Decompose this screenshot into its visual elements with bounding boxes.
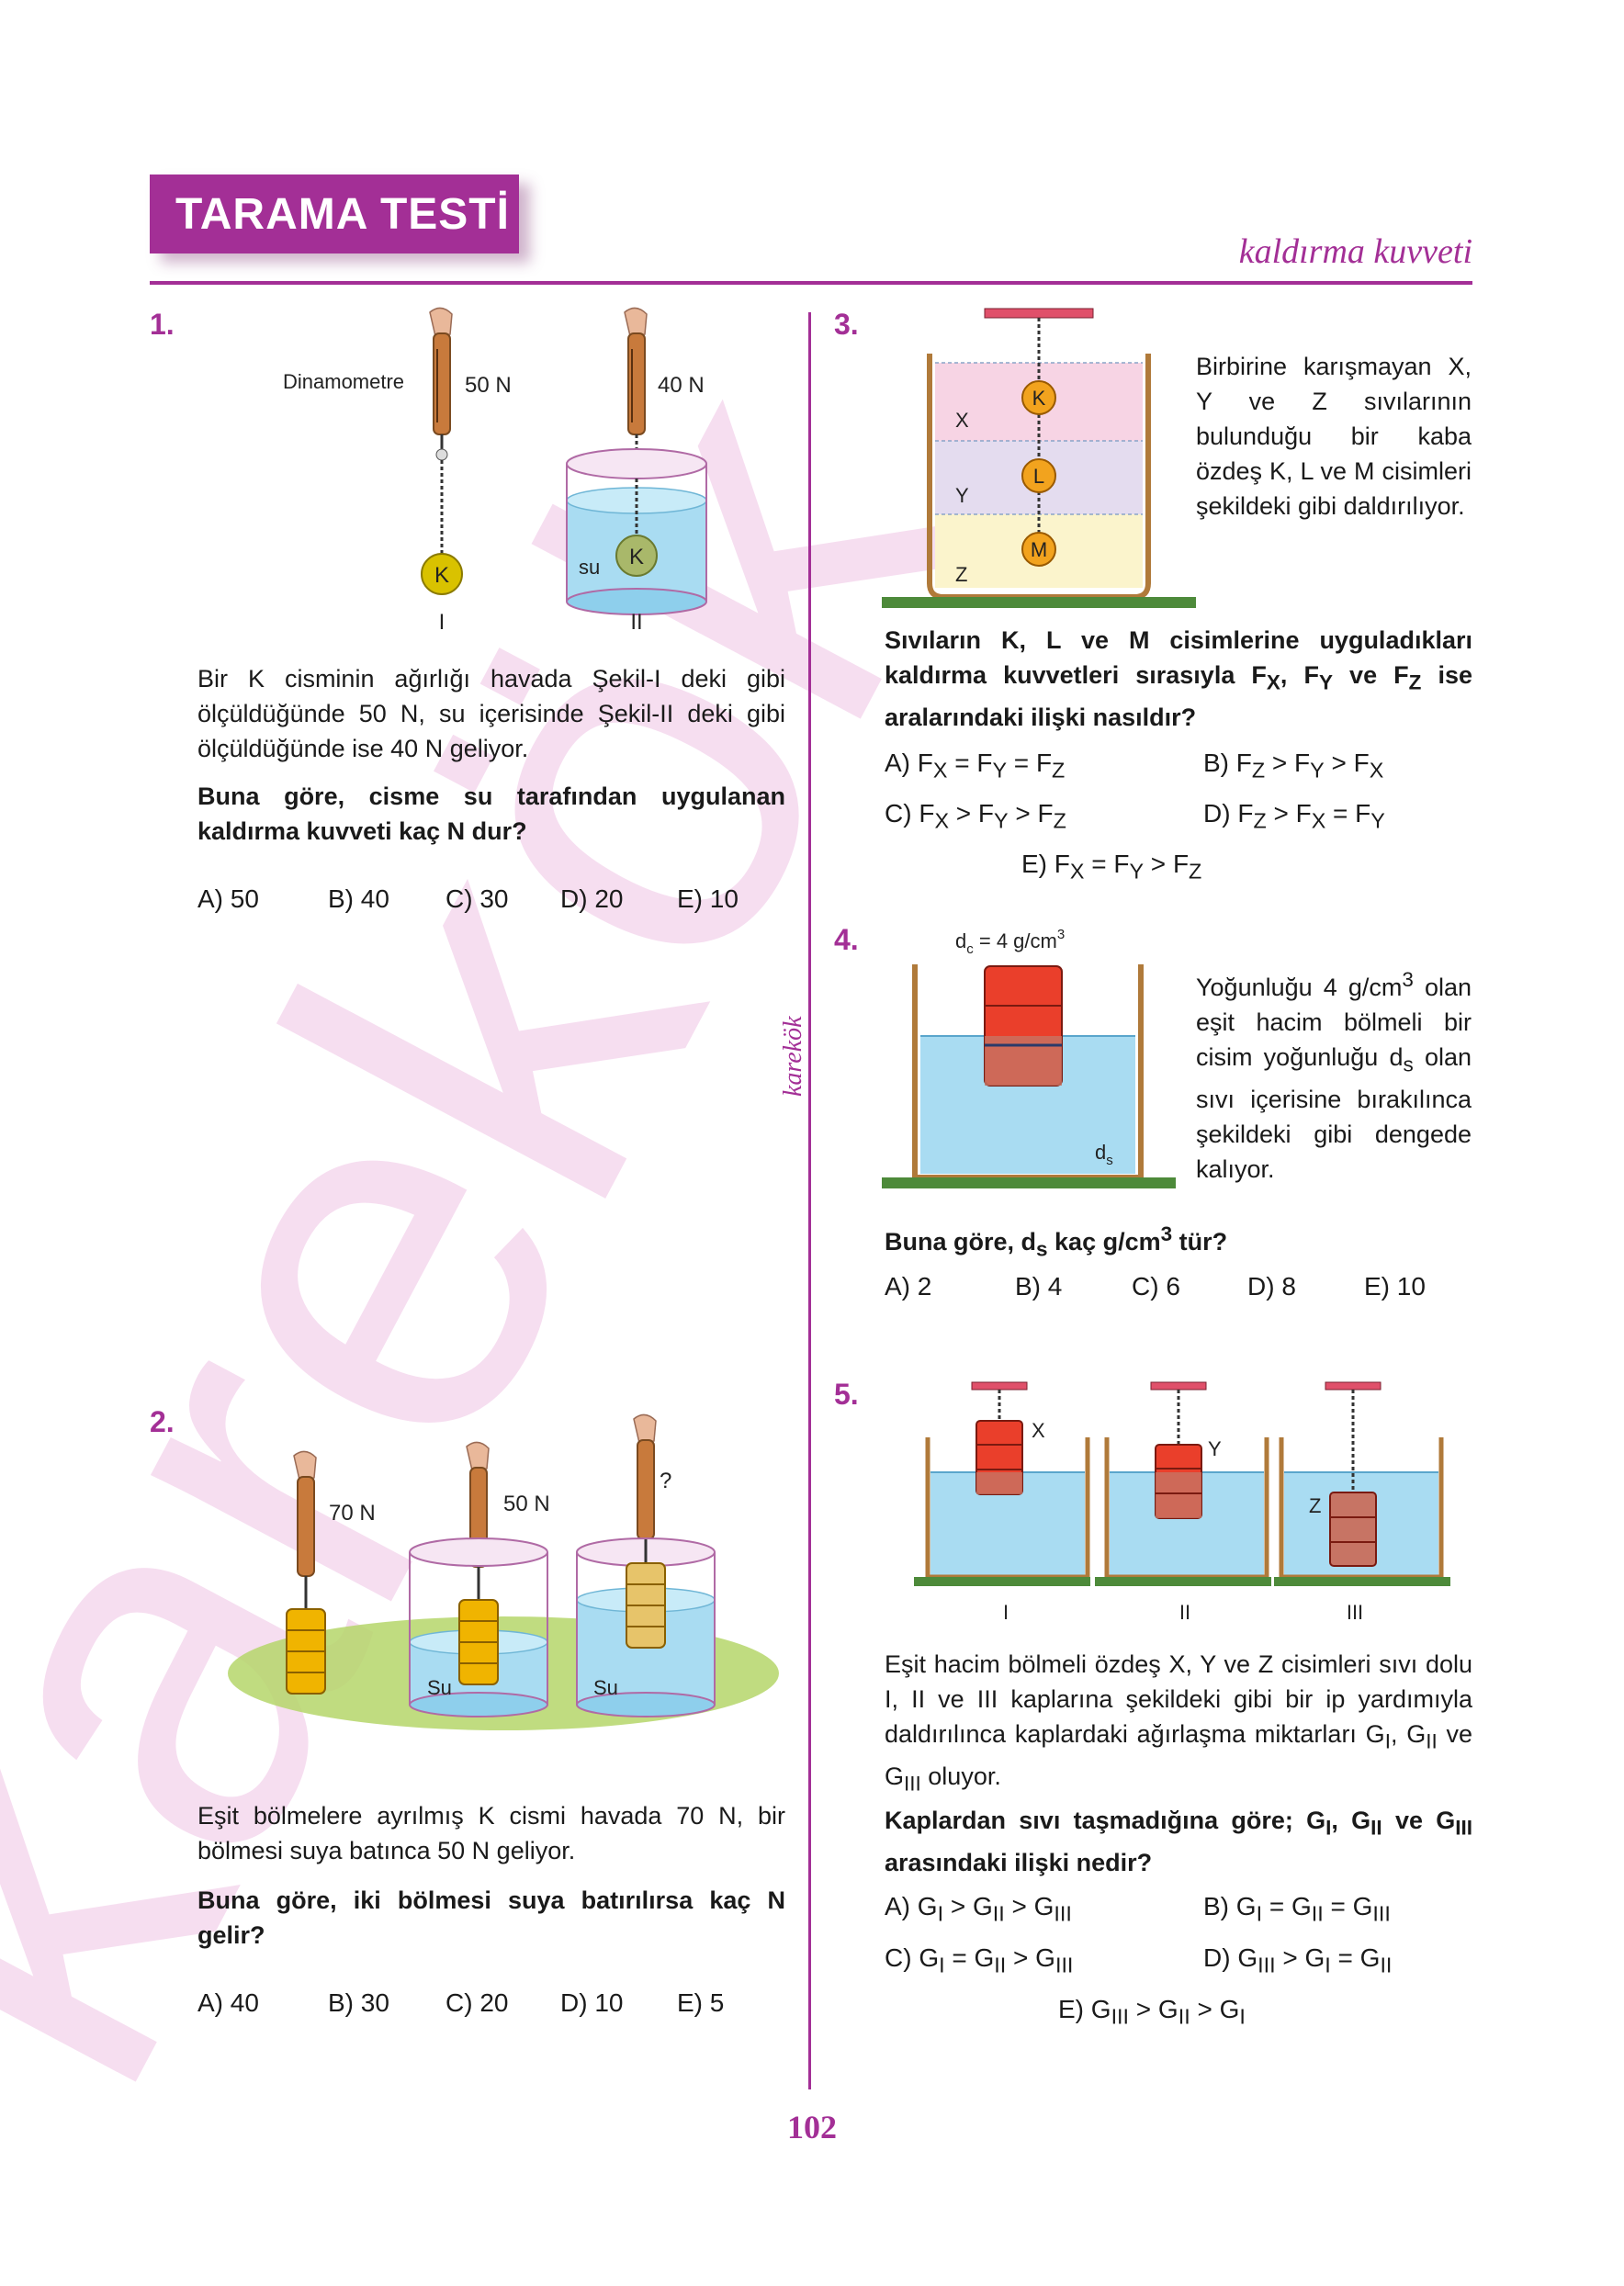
q4-question: Buna göre, ds kaç g/cm3 tür? — [885, 1222, 1228, 1261]
q3-question: Sıvıların K, L ve M cisimlerine uyguladı… — [885, 626, 1472, 732]
object-x-label: X — [1032, 1419, 1045, 1442]
object-z — [1329, 1492, 1377, 1567]
q2-water-label-2: Su — [593, 1676, 618, 1699]
object-y-label: Y — [1208, 1437, 1222, 1460]
dynamometer-label: Dinamometre — [283, 370, 404, 393]
ds-label: ds — [1095, 1141, 1113, 1168]
hand-icon — [466, 1441, 490, 1471]
q1-figure: K Dinamometre 50 N I 40 N K su II — [283, 307, 707, 635]
q3-number: 3. — [834, 308, 859, 341]
subject-title: kaldırma kuvveti — [1238, 232, 1472, 271]
q1-text: Bir K cisminin ağırlığı havada Şekil-I d… — [197, 665, 785, 762]
q1-option-c[interactable]: C) 30 — [445, 884, 509, 913]
q3-figure: K L M X Y Z — [882, 308, 1196, 608]
q5-number: 5. — [834, 1378, 859, 1411]
container-3-label: III — [1347, 1601, 1363, 1624]
q4-option-e[interactable]: E) 10 — [1364, 1272, 1426, 1301]
q1-option-d[interactable]: D) 20 — [560, 884, 624, 913]
support-bar — [984, 308, 1094, 319]
object-k-air — [421, 553, 463, 595]
q4-number: 4. — [834, 923, 859, 956]
q2-figure: 70 N 50 N Su ? Su — [228, 1413, 779, 1730]
q4-option-d[interactable]: D) 8 — [1247, 1272, 1296, 1301]
q5-option-c[interactable]: C) GI = GII > GIII — [885, 1943, 1074, 1977]
beaker-bottom — [566, 588, 707, 615]
q5-question: Kaplardan sıvı taşmadığına göre; GI, GII… — [885, 1807, 1472, 1877]
q4-option-a[interactable]: A) 2 — [885, 1272, 932, 1301]
q2-water-label-1: Su — [427, 1676, 452, 1699]
object-k-label-1: K — [434, 563, 449, 588]
container-2-label: II — [1179, 1601, 1190, 1624]
object-k: K — [1032, 387, 1046, 410]
q5-option-b[interactable]: B) GI = GII = GIII — [1203, 1892, 1391, 1926]
liquid-z: Z — [955, 563, 967, 586]
q3-option-e[interactable]: E) FX = FY > FZ — [1021, 850, 1202, 884]
hand-icon — [429, 307, 453, 337]
q3-option-a[interactable]: A) FX = FY = FZ — [885, 749, 1066, 783]
fig-2-label: II — [630, 610, 642, 635]
q2-reading-2: 50 N — [503, 1492, 550, 1516]
water-label: su — [579, 556, 600, 579]
q2-option-a[interactable]: A) 40 — [197, 1988, 259, 2017]
liquid-x: X — [955, 409, 969, 432]
q4-text: Yoğunluğu 4 g/cm3 olan eşit hacim bölmel… — [1196, 968, 1472, 1184]
liquid-y: Y — [955, 484, 969, 507]
q1-option-e[interactable]: E) 10 — [677, 884, 739, 913]
test-title: TARAMA TESTİ — [175, 190, 510, 239]
q1-option-a[interactable]: A) 50 — [197, 884, 259, 913]
column-divider — [808, 312, 811, 2089]
q3-text: Birbirine karışmayan X, Y ve Z sıvıların… — [1196, 353, 1472, 520]
q5-figure: X I Y II Z III — [914, 1381, 1450, 1624]
q2-reading-3: ? — [660, 1469, 671, 1493]
q3-option-d[interactable]: D) FZ > FX = FY — [1203, 799, 1385, 833]
q1-question: Buna göre, cisme su tarafından uygulanan… — [197, 783, 785, 845]
q5-text: Eşit hacim bölmeli özdeş X, Y ve Z cisim… — [885, 1650, 1472, 1796]
q4-option-c[interactable]: C) 6 — [1132, 1272, 1180, 1301]
fig-1-label: I — [439, 610, 445, 635]
object-k-water — [615, 535, 658, 577]
q2-reading-1: 70 N — [329, 1501, 376, 1526]
q2-option-d[interactable]: D) 10 — [560, 1988, 624, 2017]
dynamometer-2 — [627, 332, 646, 435]
q4-figure: dc = 4 g/cm3 ds — [882, 927, 1176, 1188]
q5-option-d[interactable]: D) GIII > GI = GII — [1203, 1943, 1393, 1977]
dc-label: dc = 4 g/cm3 — [955, 927, 1065, 957]
object-k-label-2: K — [629, 545, 644, 569]
q2-text: Eşit bölmelere ayrılmış K cismi havada 7… — [197, 1802, 785, 1864]
q2-option-c[interactable]: C) 20 — [445, 1988, 509, 2017]
reading-2: 40 N — [658, 373, 705, 398]
header-rule — [150, 281, 1472, 285]
object-z-label: Z — [1309, 1494, 1321, 1517]
side-label: karekök — [779, 1010, 808, 1102]
ground — [882, 597, 1196, 608]
q2-option-b[interactable]: B) 30 — [328, 1988, 389, 2017]
q3-option-c[interactable]: C) FX > FY > FZ — [885, 799, 1066, 833]
q2-option-e[interactable]: E) 5 — [677, 1988, 725, 2017]
hand-icon — [633, 1413, 657, 1444]
ground — [882, 1177, 1176, 1188]
hand-icon — [624, 307, 648, 337]
q2-question: Buna göre, iki bölmesi suya batırılırsa … — [197, 1886, 785, 1949]
test-title-box: TARAMA TESTİ — [150, 175, 519, 253]
q3-option-b[interactable]: B) FZ > FY > FX — [1203, 749, 1384, 783]
q5-option-a[interactable]: A) GI > GII > GIII — [885, 1892, 1072, 1926]
page-number: 102 — [787, 2109, 837, 2145]
reading-1: 50 N — [465, 373, 512, 398]
q1-option-b[interactable]: B) 40 — [328, 884, 389, 913]
q2-number: 2. — [150, 1405, 175, 1438]
object-l: L — [1033, 465, 1044, 488]
object-m: M — [1031, 538, 1047, 561]
q1-number: 1. — [150, 308, 175, 341]
dynamometer-1 — [433, 332, 451, 435]
q4-option-b[interactable]: B) 4 — [1015, 1272, 1063, 1301]
container-1-label: I — [1003, 1601, 1009, 1624]
q5-option-e[interactable]: E) GIII > GII > GI — [1058, 1995, 1246, 2029]
hand-icon — [293, 1450, 317, 1481]
